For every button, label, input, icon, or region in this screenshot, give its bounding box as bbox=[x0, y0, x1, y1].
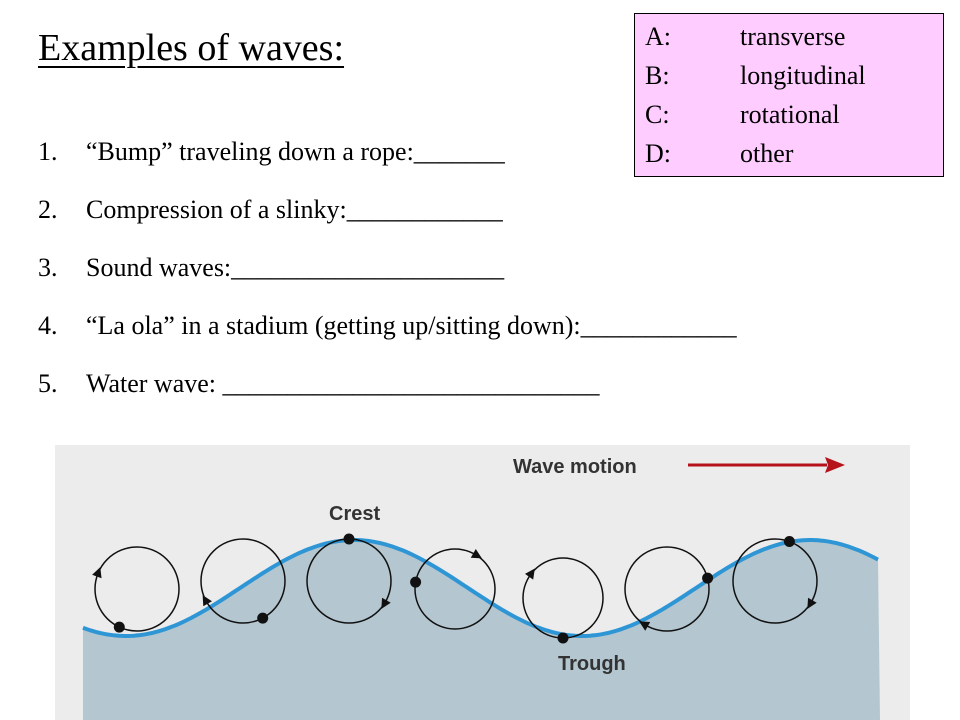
orbit-circle bbox=[200, 538, 286, 624]
answer-key-box: A: transverse B: longitudinal C: rotational… bbox=[634, 13, 944, 177]
water-particle-dot bbox=[113, 621, 125, 633]
orbit-direction-arrow bbox=[807, 597, 817, 609]
orbit-direction-arrow bbox=[470, 549, 482, 559]
wave-motion-arrow bbox=[688, 457, 845, 473]
legend-key: A: bbox=[645, 22, 671, 51]
particle-orbits bbox=[92, 533, 818, 644]
orbit-circle bbox=[414, 548, 496, 630]
item-number: 4. bbox=[38, 311, 58, 340]
item-number: 3. bbox=[38, 253, 58, 282]
list-item: 3. Sound waves:_____________________ bbox=[38, 253, 737, 311]
list-item: 5. Water wave: _________________________… bbox=[38, 369, 737, 427]
legend-value: other bbox=[740, 139, 794, 168]
legend-key: D: bbox=[645, 139, 671, 168]
item-number: 2. bbox=[38, 195, 58, 224]
crest-label: Crest bbox=[329, 503, 380, 525]
trough-label: Trough bbox=[558, 653, 626, 675]
slide-title: Examples of waves: bbox=[38, 27, 345, 69]
legend-value: transverse bbox=[740, 22, 846, 51]
water-particle-dot bbox=[783, 536, 795, 547]
item-text: Sound waves:_____________________ bbox=[86, 253, 505, 282]
legend-row: C: rotational bbox=[645, 100, 840, 130]
orbit-circle bbox=[94, 546, 180, 632]
legend-row: B: longitudinal bbox=[645, 61, 866, 91]
orbit-direction-arrow bbox=[639, 621, 651, 631]
examples-list: 1. “Bump” traveling down a rope:_______ … bbox=[38, 137, 737, 427]
water-particle-dot bbox=[557, 632, 569, 644]
water-wave-figure: Wave motion Crest Trough bbox=[55, 445, 910, 720]
legend-row: A: transverse bbox=[645, 22, 845, 52]
item-number: 1. bbox=[38, 137, 58, 166]
legend-row: D: other bbox=[645, 139, 793, 169]
legend-key: B: bbox=[645, 61, 670, 90]
item-number: 5. bbox=[38, 369, 58, 398]
item-text: Compression of a slinky:____________ bbox=[86, 195, 503, 224]
orbit-circle bbox=[732, 538, 818, 624]
item-text: “Bump” traveling down a rope:_______ bbox=[86, 137, 505, 166]
orbit-direction-arrow bbox=[381, 597, 391, 609]
item-text: Water wave: ____________________________… bbox=[86, 369, 600, 398]
water-particle-dot bbox=[343, 533, 355, 545]
water-particle-dot bbox=[702, 572, 714, 584]
orbit-direction-arrow bbox=[92, 567, 102, 579]
wave-surface-line bbox=[82, 538, 879, 638]
list-item: 2. Compression of a slinky:____________ bbox=[38, 195, 737, 253]
list-item: 4. “La ola” in a stadium (getting up/sit… bbox=[38, 311, 737, 369]
item-text: “La ola” in a stadium (getting up/sittin… bbox=[86, 311, 737, 340]
wave-motion-label: Wave motion bbox=[513, 456, 637, 478]
list-item: 1. “Bump” traveling down a rope:_______ bbox=[38, 137, 737, 195]
water-particle-dot bbox=[257, 612, 269, 624]
orbit-direction-arrow bbox=[524, 568, 535, 580]
water-particle-dot bbox=[410, 576, 422, 588]
legend-value: longitudinal bbox=[740, 61, 866, 90]
water-body bbox=[83, 540, 880, 720]
orbit-circle bbox=[624, 546, 710, 632]
legend-key: C: bbox=[645, 100, 670, 129]
legend-value: rotational bbox=[740, 100, 840, 129]
orbit-direction-arrow bbox=[202, 595, 212, 607]
